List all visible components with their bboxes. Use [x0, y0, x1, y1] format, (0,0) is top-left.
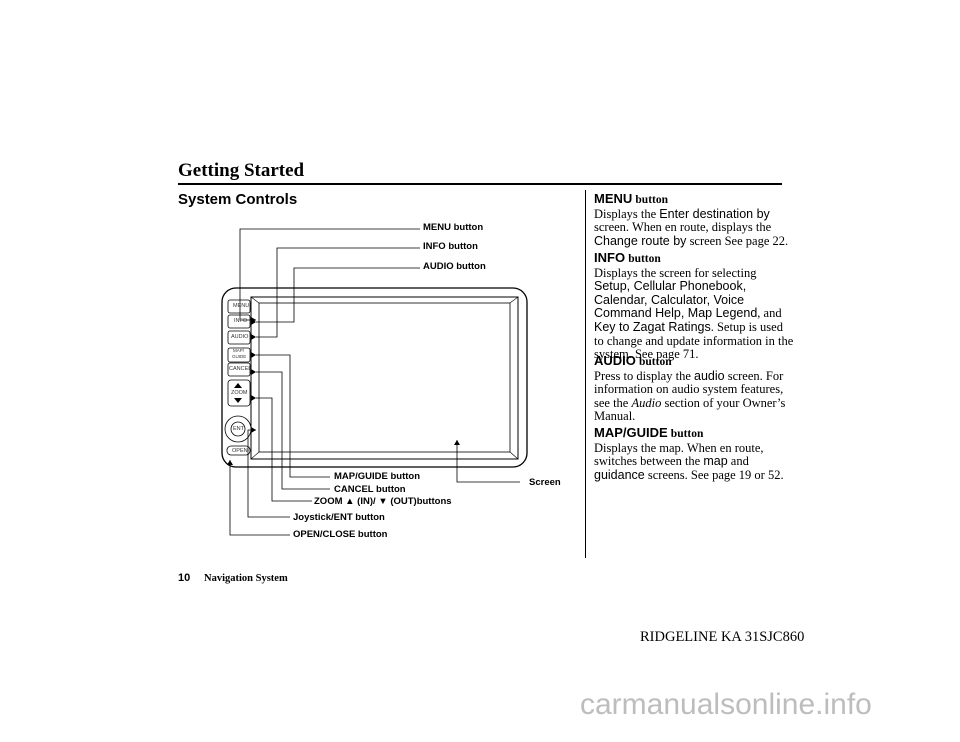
zoom-buttons-callout: ZOOM ▲ (IN)/ ▼ (OUT)buttons — [314, 496, 452, 507]
map-guide-heading: MAP/GUIDE — [594, 425, 668, 440]
info-description: INFO button Displays the screen for sele… — [594, 250, 794, 362]
device-audio-label: AUDIO — [231, 334, 249, 340]
device-cancel-label: CANCEL — [229, 366, 252, 372]
device-ent-label: ENT — [233, 426, 244, 432]
page-subtitle: System Controls — [178, 191, 298, 208]
map-guide-description: MAP/GUIDE button Displays the map. When … — [594, 425, 784, 482]
audio-heading: AUDIO — [594, 353, 636, 368]
watermark: carmanualsonline.info — [580, 688, 872, 721]
map-guide-button-callout: MAP/GUIDE button — [334, 471, 421, 482]
book-title: Navigation System — [204, 573, 288, 584]
page-number: 10 — [178, 572, 191, 584]
zoom-in-icon — [234, 383, 242, 388]
joystick-callout: Joystick/ENT button — [293, 512, 385, 523]
device-open-label: OPEN — [232, 448, 248, 454]
audio-description: AUDIO button Press to display the audio … — [594, 353, 786, 424]
column-divider — [585, 190, 586, 558]
device-zoom-label: ZOOM — [231, 390, 248, 396]
screen-callout: Screen — [529, 477, 561, 488]
cancel-button-callout: CANCEL button — [334, 484, 406, 495]
audio-button-callout: AUDIO button — [423, 261, 486, 272]
menu-heading: MENU — [594, 191, 633, 206]
device-menu-label: MENU — [233, 303, 250, 309]
info-heading: INFO — [594, 250, 626, 265]
menu-button-callout: MENU button — [423, 222, 484, 233]
menu-description: MENU button Displays the Enter destinati… — [594, 191, 789, 248]
section-title: Getting Started — [178, 160, 305, 181]
device-info-label: INFO — [234, 318, 248, 324]
info-button-callout: INFO button — [423, 241, 478, 252]
zoom-out-icon — [234, 398, 242, 403]
device-map-label: MAP/ — [233, 348, 245, 353]
open-close-callout: OPEN/CLOSE button — [293, 529, 388, 540]
title-rule — [178, 183, 782, 185]
device-guide-label: GUIDE — [232, 354, 247, 359]
model-code: RIDGELINE KA 31SJC860 — [640, 629, 805, 645]
